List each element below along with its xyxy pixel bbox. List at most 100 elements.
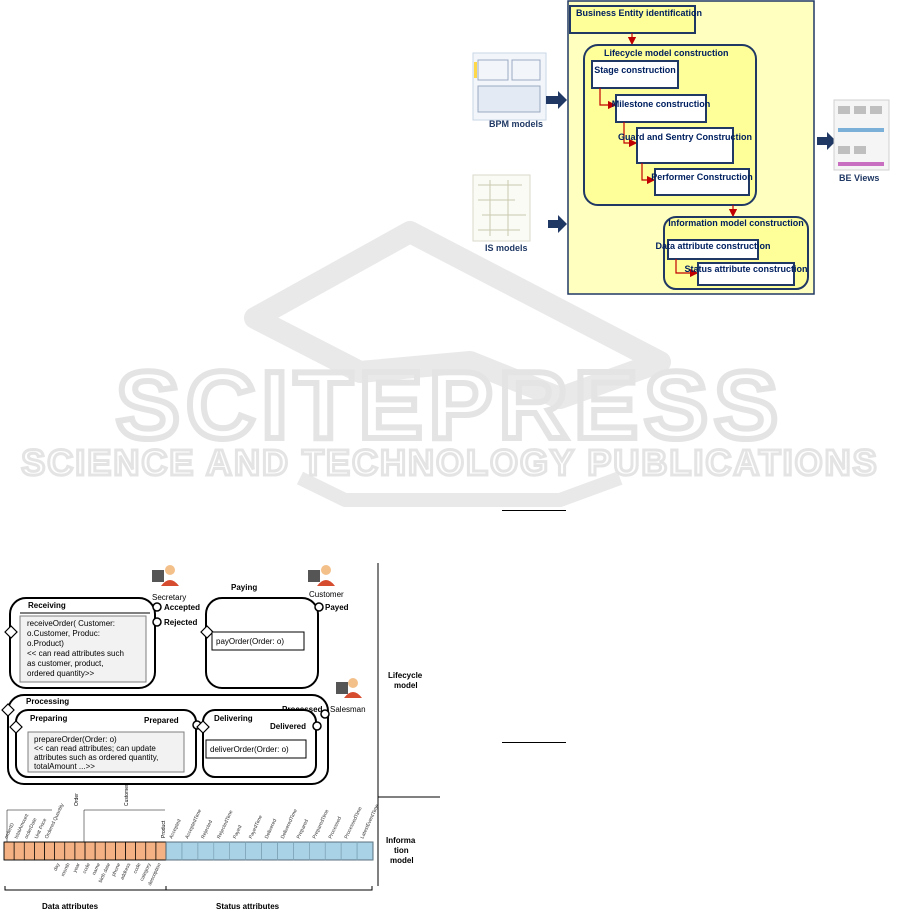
guard-diamond-icon — [4, 625, 18, 639]
stage-name: Paying — [231, 583, 257, 592]
data-attribute-label: month — [60, 862, 71, 877]
info-step-label: Status attribute construction — [684, 264, 807, 274]
bpm-models-thumbnail — [472, 52, 547, 121]
task-box — [19, 615, 147, 683]
guard-diamond-icon — [9, 720, 23, 734]
is-models-thumbnail — [472, 174, 531, 242]
information-layer-label: Informa — [386, 836, 416, 845]
task-text: attributes such as ordered quantity, — [34, 753, 158, 762]
task-text: as customer, product, — [27, 659, 103, 668]
data-attribute-label: day — [53, 862, 62, 872]
performer-label: Salesman — [330, 705, 366, 714]
text-rule — [502, 742, 566, 743]
status-attribute-label: Accepted — [168, 818, 182, 840]
bpm-models-label: BPM models — [489, 119, 543, 129]
input-arrow-icon — [546, 91, 567, 109]
info-step-box — [697, 262, 795, 286]
person-icon — [336, 678, 362, 698]
milestone-label: Rejected — [164, 618, 197, 627]
milestone-icon — [152, 602, 162, 612]
step-label: Milestone construction — [612, 99, 711, 109]
be-model-diagram: Lifecycle model Informa tion model Secre… — [1, 563, 440, 911]
watermark-brand: SCITEPRESS — [116, 352, 784, 459]
be-views-thumbnail — [833, 99, 890, 171]
guard-diamond-icon — [196, 720, 210, 734]
lifecycle-layer-label: model — [394, 681, 418, 690]
status-attribute-label: Delivered — [264, 818, 278, 840]
data-attribute-label: phone — [111, 862, 122, 877]
group-label: Product — [161, 820, 167, 838]
task-text: payOrder(Order: o) — [216, 637, 284, 646]
data-attributes-label: Data attributes — [42, 902, 99, 911]
lifecycle-layer-label: Lifecycle — [388, 671, 423, 680]
status-attribute-label: Payed — [232, 824, 244, 840]
person-icon — [152, 565, 179, 586]
step-label: Stage construction — [594, 65, 676, 75]
performer-label: Secretary — [152, 593, 186, 602]
task-text: << can read attributes such — [27, 649, 124, 658]
step-label: Performer Construction — [651, 172, 753, 182]
task-text: ordered quantity>> — [27, 669, 94, 678]
stage-name: Processing — [26, 697, 69, 706]
task-text: o.Customer, Produc: — [27, 629, 100, 638]
status-attributes-strip — [165, 841, 374, 861]
stage-name: Preparing — [30, 714, 67, 723]
data-attribute-label: code — [82, 862, 92, 875]
watermark-emblem-shape — [244, 221, 671, 409]
milestone-label: Prepared — [144, 716, 179, 725]
status-attribute-label: Processed — [328, 816, 344, 840]
stage-name: Receiving — [28, 601, 66, 610]
status-attribute-label: PayedTime — [248, 814, 264, 839]
task-text: totalAmount ...>> — [34, 762, 95, 771]
task-text: prepareOrder(Order: o) — [34, 735, 117, 744]
group-label: Order — [74, 793, 80, 806]
status-attribute-label: RejectedTime — [216, 809, 234, 840]
guard-diamond-icon — [1, 703, 15, 717]
data-attribute-label: code — [132, 862, 142, 875]
method-diagram: Business Entity identification Lifecycle… — [472, 0, 890, 295]
info-step-label: Data attribute construction — [655, 241, 770, 251]
be-views-label: BE Views — [839, 173, 879, 183]
person-icon — [308, 565, 335, 586]
task-text: receiveOrder( Customer: — [27, 619, 115, 628]
group-label: Customer — [124, 784, 130, 806]
watermark-tagline: SCIENCE AND TECHNOLOGY PUBLICATIONS — [21, 442, 878, 483]
performer-label: Customer — [309, 590, 344, 599]
data-attribute-label: name — [91, 862, 102, 876]
status-attribute-label: Prepared — [296, 818, 310, 839]
status-attribute-label: Rejected — [200, 819, 214, 840]
status-attribute-cell — [356, 841, 374, 861]
task-text: << can read attributes; can update — [34, 744, 156, 753]
status-attributes-label: Status attributes — [216, 902, 280, 911]
lifecycle-construction-title: Lifecycle model construction — [604, 48, 729, 58]
is-models-label: IS models — [485, 243, 528, 253]
milestone-icon — [312, 721, 322, 731]
milestone-label: Delivered — [270, 722, 306, 731]
step-label: Guard and Sentry Construction — [618, 132, 752, 142]
task-text: deliverOrder(Order: o) — [210, 745, 289, 754]
text-rule — [502, 510, 566, 511]
data-attribute-label: year — [72, 862, 82, 874]
task-box — [27, 731, 185, 773]
milestone-label: Accepted — [164, 603, 200, 612]
step-box — [591, 60, 679, 89]
be-identification-label: Business Entity identification — [576, 8, 702, 18]
watermark-emblem-shape — [296, 471, 623, 507]
step-box — [654, 168, 750, 196]
task-box — [211, 631, 305, 651]
task-text: o.Product) — [27, 639, 64, 648]
stage-name: Delivering — [214, 714, 253, 723]
information-construction-title: Information model construction — [668, 218, 804, 228]
svg-text:Business Entity identification: Business Entity identification — [576, 8, 702, 18]
step-box — [636, 127, 734, 164]
milestone-icon — [320, 709, 330, 719]
information-layer-label: model — [390, 856, 414, 865]
milestone-icon — [314, 602, 324, 612]
step-box — [615, 94, 707, 123]
milestone-label: Payed — [325, 603, 349, 612]
input-arrow-icon — [548, 215, 567, 233]
task-box — [205, 739, 307, 759]
output-arrow-icon — [817, 132, 836, 150]
information-layer-label: tion — [394, 846, 409, 855]
